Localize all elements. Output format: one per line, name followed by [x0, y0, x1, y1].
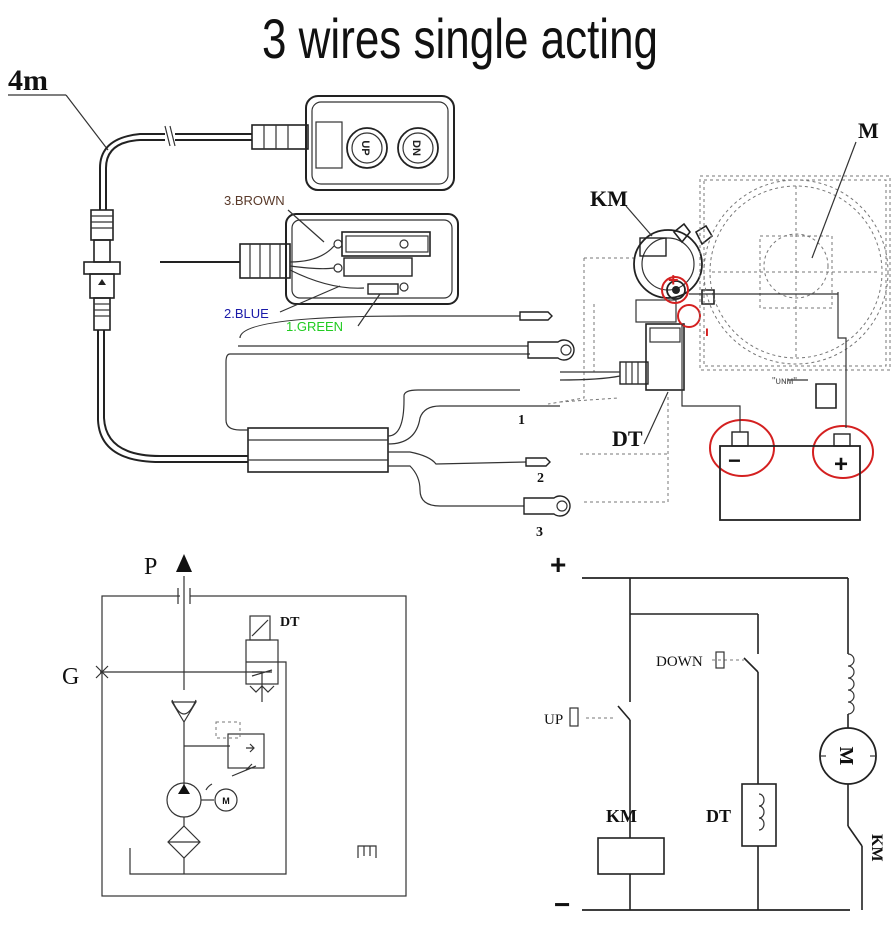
km-coil — [597, 837, 665, 875]
cable-length-leader-diag — [65, 94, 109, 151]
km-contact-label: KM — [868, 834, 885, 862]
dt-coil-label: DT — [706, 806, 731, 826]
terminal-highlights — [661, 276, 874, 479]
blue-leader — [279, 285, 341, 313]
filter — [167, 825, 201, 859]
tank-symbol — [357, 845, 377, 858]
up-button-label: UP — [359, 140, 371, 155]
motor-symbol-label: M — [835, 747, 857, 766]
pressure-port-arrow — [176, 554, 192, 572]
cable-break — [164, 125, 176, 147]
motor-plate-text: "ᴜɴᴍ" — [772, 376, 797, 387]
pump-motor — [214, 788, 238, 812]
electrical-circuit — [569, 577, 877, 911]
motor-leader — [811, 141, 857, 259]
circuit-plus: + — [550, 549, 566, 580]
solenoid-valve-dt — [559, 323, 685, 391]
terminal-lugs — [519, 311, 575, 517]
remote-pendant: UP DN — [251, 95, 455, 191]
km-contact — [847, 825, 863, 847]
down-switch-label: DOWN — [656, 654, 703, 670]
battery-plus: + — [834, 451, 848, 478]
wire-label-brown: 3.BROWN — [224, 193, 285, 208]
green-leader — [357, 293, 381, 327]
cable-connector — [83, 209, 121, 331]
up-switch-label: UP — [544, 712, 563, 728]
circuit-minus: − — [554, 889, 570, 920]
hydraulic-motor-label: M — [222, 796, 230, 806]
up-switch — [617, 705, 631, 721]
down-switch — [743, 657, 759, 673]
cable-length-label: 4m — [8, 64, 48, 97]
km-coil-label: KM — [606, 806, 637, 826]
terminal-plus-mark: + — [668, 270, 679, 290]
down-button-label: DN — [410, 140, 422, 156]
wire-number-1: 1 — [518, 413, 525, 428]
dt-coil — [741, 783, 777, 847]
up-button[interactable]: UP — [346, 127, 388, 169]
wire-number-3: 3 — [536, 525, 543, 540]
km-label: KM — [590, 186, 628, 211]
motor: "ᴜɴᴍ" — [689, 175, 891, 428]
battery-minus: − — [728, 448, 741, 473]
hydraulic-schematic: M — [95, 554, 407, 897]
dt-label: DT — [612, 426, 643, 451]
dt-leader — [643, 391, 669, 445]
hydraulic-g-label: G — [62, 664, 79, 690]
cable-harness — [225, 315, 560, 507]
motor-label: M — [858, 118, 879, 143]
hydraulic-dt-label: DT — [280, 615, 300, 630]
hydraulic-p-label: P — [144, 554, 157, 580]
down-button[interactable]: DN — [397, 127, 439, 169]
remote-cable — [97, 133, 252, 463]
internal-wiring — [547, 257, 669, 503]
battery — [681, 324, 861, 521]
km-leader — [625, 205, 653, 237]
wire-label-blue: 2.BLUE — [224, 306, 269, 321]
wire-number-2: 2 — [537, 471, 544, 486]
brown-leader — [287, 209, 325, 243]
motor-field-coil — [847, 653, 855, 715]
wire-label-green: 1.GREEN — [286, 319, 343, 334]
junction-box — [160, 213, 459, 305]
diagram-title: 3 wires single acting — [262, 7, 658, 70]
terminal-minus-mark: ı — [705, 323, 709, 339]
